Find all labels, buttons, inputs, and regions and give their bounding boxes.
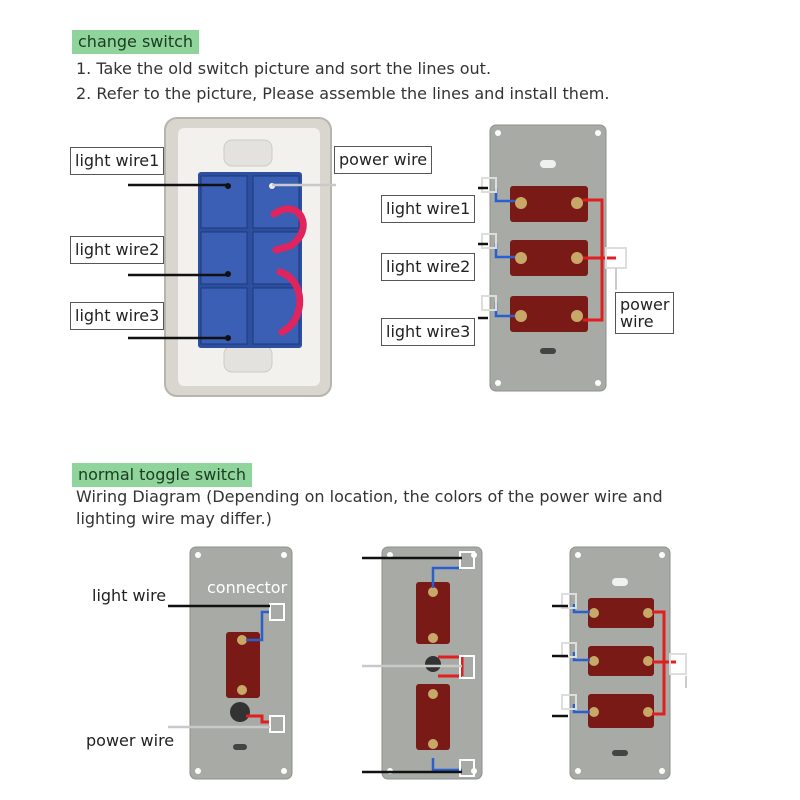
label-power-wire-new: power wire — [615, 292, 675, 334]
label-light-wire-2-old: light wire2 — [70, 236, 165, 264]
wiring-diagram-description-line1: Wiring Diagram (Depending on location, t… — [76, 487, 663, 506]
label-power-wire: power wire — [86, 731, 175, 750]
label-power-wire-new-line2: wire — [620, 312, 654, 331]
section-title-change-switch: change switch — [72, 30, 200, 54]
label-light-wire: light wire — [92, 586, 167, 605]
label-power-wire-new-line1: power — [620, 295, 670, 314]
label-light-wire-3-new: light wire3 — [381, 318, 476, 346]
label-light-wire-1-old: light wire1 — [70, 147, 165, 175]
label-light-wire-1-new: light wire1 — [381, 195, 476, 223]
wiring-diagram-description-line2: lighting wire may differ.) — [76, 509, 272, 528]
instruction-step-2: 2. Refer to the picture, Please assemble… — [76, 84, 610, 103]
label-power-wire-old: power wire — [334, 146, 433, 174]
new-triple-toggle-plate-image — [478, 124, 627, 392]
section-title-normal-toggle-switch: normal toggle switch — [72, 463, 252, 487]
label-connector: connector — [207, 578, 288, 597]
single-toggle-plate-image — [168, 546, 293, 780]
triple-toggle-plate-image — [552, 546, 687, 780]
label-light-wire-2-new: light wire2 — [381, 253, 476, 281]
label-light-wire-3-old: light wire3 — [70, 302, 165, 330]
instruction-step-1: 1. Take the old switch picture and sort … — [76, 59, 492, 78]
old-wall-switch-image — [128, 117, 336, 397]
double-toggle-plate-image — [362, 546, 483, 780]
